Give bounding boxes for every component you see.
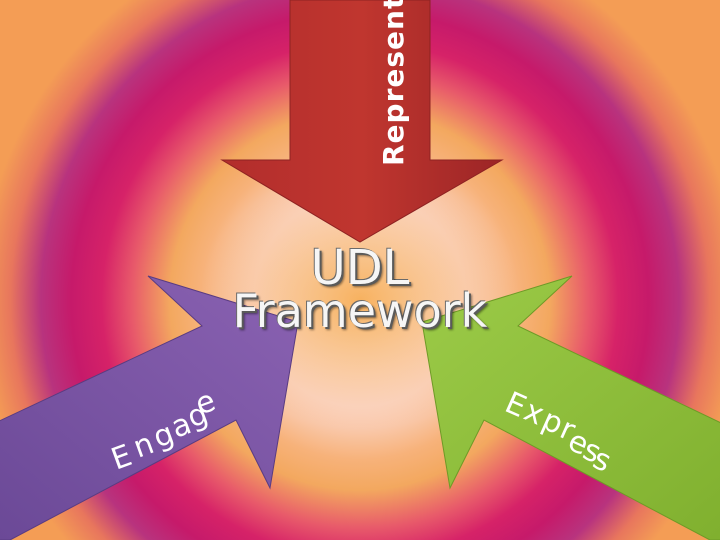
- title-framework: Framework: [232, 284, 488, 338]
- engage-arrow: [0, 275, 299, 540]
- express-arrow: [421, 275, 720, 540]
- represent-arrow: [220, 0, 504, 243]
- represent-label: Represent: [377, 0, 410, 166]
- express-label: E x p r e s s: [500, 385, 617, 479]
- title-udl: UDL: [310, 240, 410, 296]
